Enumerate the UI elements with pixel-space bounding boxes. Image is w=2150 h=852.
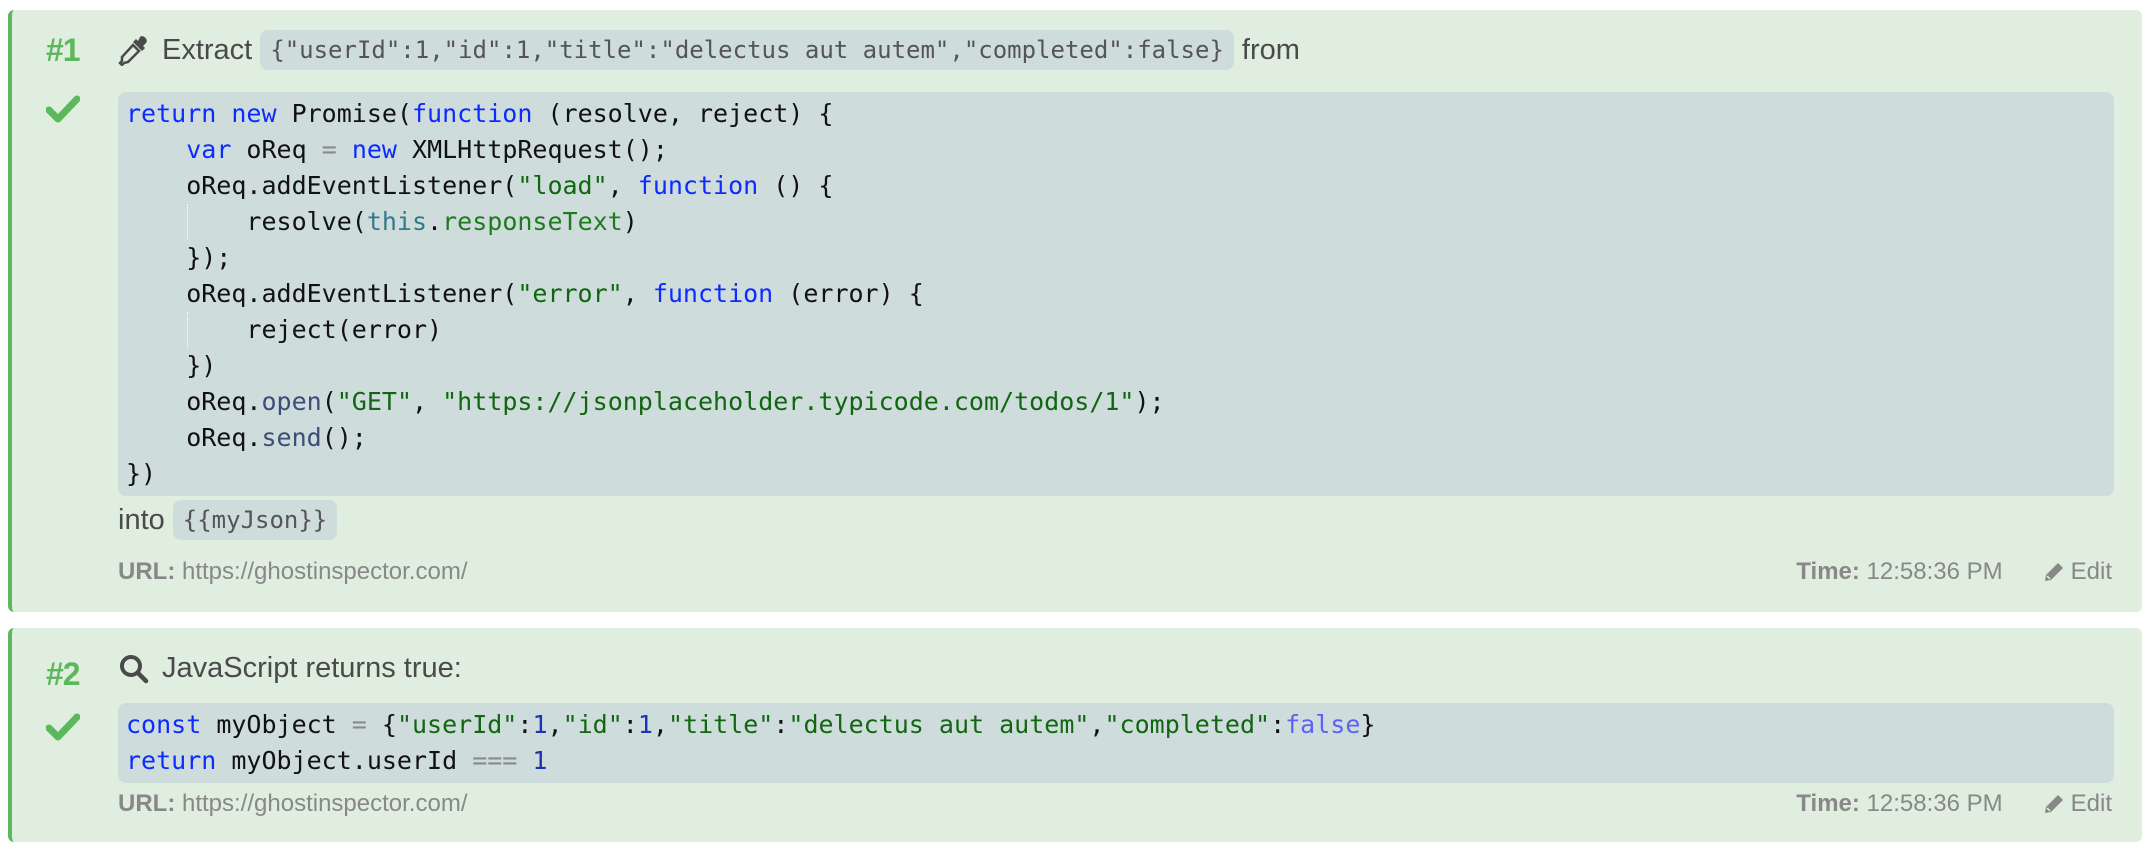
into-variable: {{myJson}} (172, 500, 338, 540)
step-header: JavaScript returns true: (118, 652, 462, 685)
edit-label: Edit (2070, 558, 2112, 585)
from-label: from (1241, 33, 1300, 66)
step-meta: URL: https://ghostinspector.com/ Time: 1… (118, 558, 2112, 586)
check-icon (46, 95, 80, 123)
time-label: Time: (1796, 558, 1860, 585)
into-row: into {{myJson}} (118, 500, 345, 540)
code-line: return myObject.userId === 1 (126, 746, 548, 775)
code-line: }) (126, 459, 157, 488)
code-line: resolve(this.responseText) (126, 204, 2106, 240)
url-label: URL: (118, 790, 176, 817)
step-header: Extract {"userId":1,"id":1,"title":"dele… (118, 30, 1300, 70)
code-block: const myObject = {"userId":1,"id":1,"tit… (118, 703, 2114, 783)
time-info: Time: 12:58:36 PM (1796, 790, 2002, 818)
step-meta: URL: https://ghostinspector.com/ Time: 1… (118, 790, 2112, 818)
code-line: oReq.send(); (126, 423, 367, 452)
action-label: JavaScript returns true: (162, 652, 462, 684)
code-block: return new Promise(function (resolve, re… (118, 92, 2114, 496)
url-value: https://ghostinspector.com/ (182, 558, 468, 585)
eyedropper-icon (118, 36, 147, 66)
pencil-icon (2044, 563, 2063, 581)
url-value: https://ghostinspector.com/ (182, 790, 468, 817)
step-number: #2 (46, 656, 81, 692)
code-line: reject(error) (126, 312, 2106, 348)
code-line: const myObject = {"userId":1,"id":1,"tit… (126, 710, 1376, 739)
code-line: oReq.addEventListener("error", function … (126, 279, 924, 308)
pencil-icon (2044, 795, 2063, 813)
code-line: oReq.open("GET", "https://jsonplaceholde… (126, 387, 1165, 416)
step-card-2: #2 JavaScript returns true: const myObje… (8, 628, 2142, 842)
step-number: #1 (46, 32, 81, 68)
edit-button[interactable]: Edit (2043, 790, 2112, 818)
code-line: return new Promise(function (resolve, re… (126, 99, 834, 128)
code-line: }); (126, 243, 232, 272)
extract-value: {"userId":1,"id":1,"title":"delectus aut… (260, 30, 1234, 70)
edit-label: Edit (2070, 790, 2112, 817)
code-line: var oReq = new XMLHttpRequest(); (186, 135, 668, 164)
code-line: }) (126, 351, 217, 380)
time-value: 12:58:36 PM (1866, 558, 2003, 585)
time-label: Time: (1796, 790, 1860, 817)
action-label: Extract (162, 33, 253, 66)
url-info: URL: https://ghostinspector.com/ (118, 558, 467, 586)
time-value: 12:58:36 PM (1866, 790, 2003, 817)
code-line: oReq.addEventListener("load", function (… (126, 171, 834, 200)
search-icon (120, 654, 149, 683)
url-label: URL: (118, 558, 176, 585)
time-info: Time: 12:58:36 PM (1796, 558, 2002, 586)
check-icon (46, 713, 80, 741)
url-info: URL: https://ghostinspector.com/ (118, 790, 467, 818)
edit-button[interactable]: Edit (2043, 558, 2112, 586)
into-label: into (118, 503, 165, 536)
step-card-1: #1 Extract {"userId":1,"id":1,"title":"d… (8, 10, 2142, 612)
